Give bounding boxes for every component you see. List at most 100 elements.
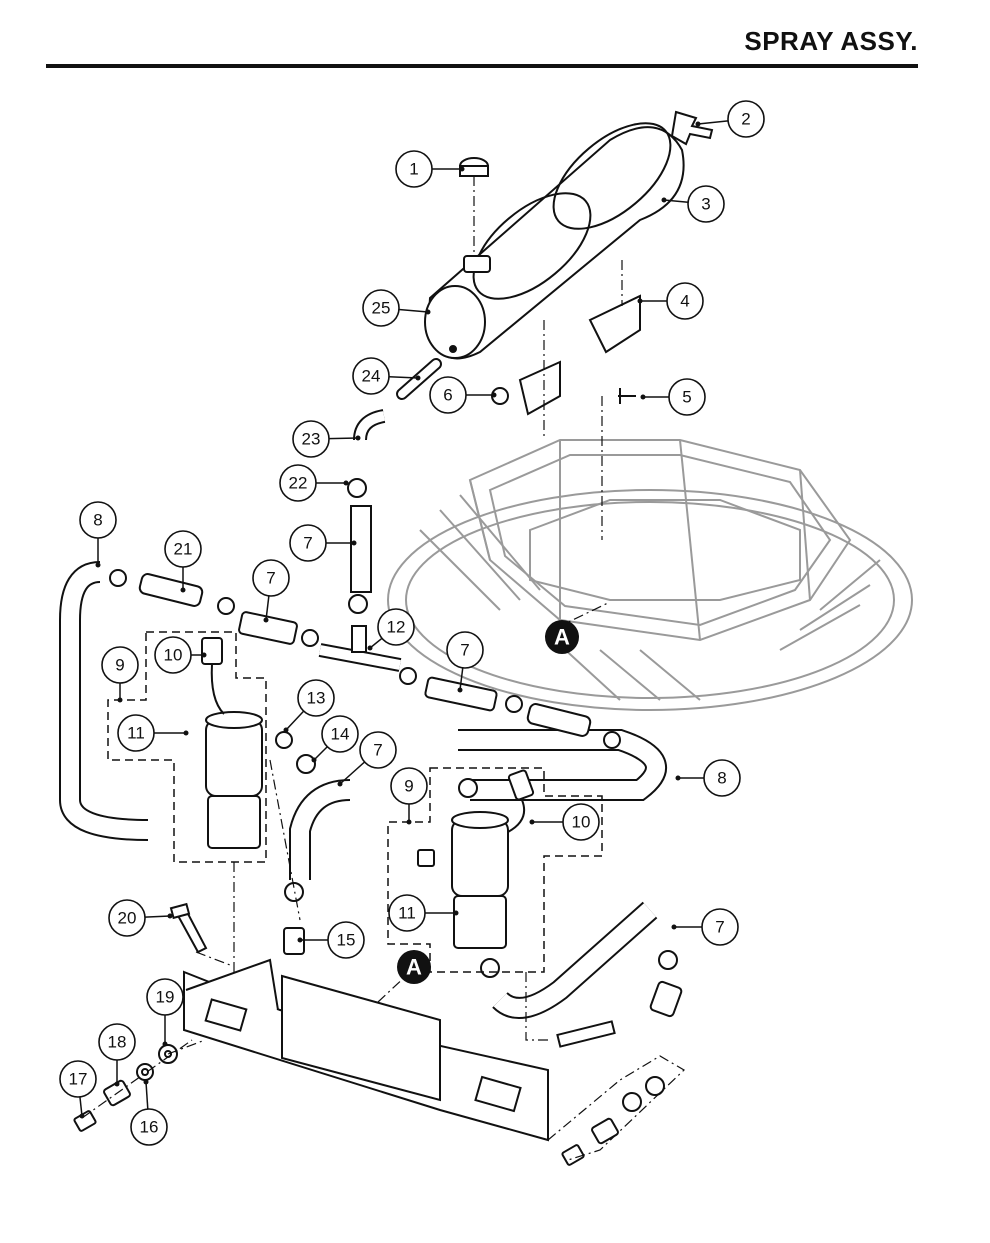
callout-circle — [395, 150, 433, 188]
leader-line — [459, 667, 464, 691]
callout-label: 25 — [372, 299, 391, 318]
callout-circle — [429, 376, 467, 414]
callout-label: 1 — [409, 160, 418, 179]
callout-circle — [79, 501, 117, 539]
leader-line — [144, 915, 171, 918]
leader-dot — [459, 166, 465, 172]
leader-dot — [95, 562, 101, 568]
leader-dot — [117, 697, 123, 703]
callout-10: 10 — [529, 803, 600, 841]
callout-8: 8 — [675, 759, 741, 797]
callout-7: 7 — [252, 559, 290, 623]
page-title: SPRAY ASSY. — [744, 26, 918, 56]
callout-label: 11 — [398, 904, 416, 923]
leader-dot — [311, 757, 317, 763]
leader-line — [265, 595, 270, 621]
reference-label: A — [406, 955, 422, 980]
leader-dot — [637, 298, 643, 304]
leader-line — [339, 761, 366, 785]
callout-circle — [327, 921, 365, 959]
hardware — [73, 849, 683, 1166]
leader-dot — [661, 197, 667, 203]
leader-dot — [453, 910, 459, 916]
callout-label: 7 — [303, 534, 312, 553]
callout-label: 2 — [741, 110, 750, 129]
leader-dot — [114, 1081, 120, 1087]
leader-dot — [491, 392, 497, 398]
leader-dot — [529, 819, 535, 825]
callout-circle — [108, 899, 146, 937]
tank-brackets — [491, 294, 641, 416]
callout-circle — [359, 731, 397, 769]
callout-11: 11 — [117, 714, 189, 752]
callout-label: 7 — [373, 741, 382, 760]
callout-circle — [668, 378, 706, 416]
title-rule — [46, 64, 918, 68]
leader-line — [145, 1081, 149, 1110]
callout-circle — [279, 464, 317, 502]
reference-circle — [397, 950, 431, 984]
callout-circle — [388, 894, 426, 932]
callout-label: 5 — [682, 388, 691, 407]
callout-label: 15 — [337, 931, 356, 950]
callout-label: 7 — [266, 569, 275, 588]
leader-dot — [167, 913, 173, 919]
callout-label: 10 — [164, 646, 183, 665]
leader-dot — [297, 937, 303, 943]
callout-14: 14 — [311, 715, 359, 763]
callout-label: 9 — [404, 777, 413, 796]
drain-valve — [670, 110, 714, 146]
leader-dot — [425, 309, 431, 315]
hoses — [59, 358, 667, 1019]
leader-dot — [671, 924, 677, 930]
leader-dot — [355, 435, 361, 441]
callout-label: 23 — [302, 430, 321, 449]
callout-7: 7 — [337, 731, 397, 787]
callout-7: 7 — [446, 631, 484, 693]
callout-label: 13 — [307, 689, 326, 708]
callout-label: 18 — [108, 1033, 127, 1052]
callout-label: 8 — [93, 511, 102, 530]
callout-label: 7 — [460, 641, 469, 660]
leader-dot — [351, 540, 357, 546]
leader-line — [369, 637, 383, 649]
callout-circle — [130, 1108, 168, 1146]
reference-label: A — [554, 625, 570, 650]
leader-dot — [162, 1041, 168, 1047]
spray-tank — [424, 122, 685, 360]
callout-23: 23 — [292, 420, 361, 458]
leader-dot — [343, 480, 349, 486]
pump-right — [451, 769, 535, 949]
callout-circle — [666, 282, 704, 320]
callout-circle — [146, 978, 184, 1016]
callout-22: 22 — [279, 464, 349, 502]
callout-circle — [377, 608, 415, 646]
leader-dot — [263, 617, 269, 623]
callout-label: 10 — [572, 813, 591, 832]
leader-dot — [283, 727, 289, 733]
callout-circle — [390, 767, 428, 805]
leader-dot — [415, 375, 421, 381]
reference-marker-a: A — [545, 620, 579, 654]
leader-line — [79, 1096, 83, 1117]
callout-label: 4 — [680, 292, 689, 311]
leader-line — [313, 746, 328, 761]
leader-dot — [79, 1113, 85, 1119]
leader-dot — [183, 730, 189, 736]
callout-label: 21 — [174, 540, 193, 559]
chassis-frame — [387, 439, 913, 711]
callout-circle — [289, 524, 327, 562]
callout-10: 10 — [154, 636, 207, 674]
callout-4: 4 — [637, 282, 704, 320]
callout-label: 22 — [289, 474, 308, 493]
leader-dot — [675, 775, 681, 781]
callout-6: 6 — [429, 376, 497, 414]
callout-label: 9 — [115, 656, 124, 675]
fittings — [109, 478, 678, 978]
callout-label: 12 — [387, 618, 406, 637]
callout-circle — [562, 803, 600, 841]
leader-dot — [180, 587, 186, 593]
callout-circle — [292, 420, 330, 458]
leader-line — [663, 199, 689, 204]
